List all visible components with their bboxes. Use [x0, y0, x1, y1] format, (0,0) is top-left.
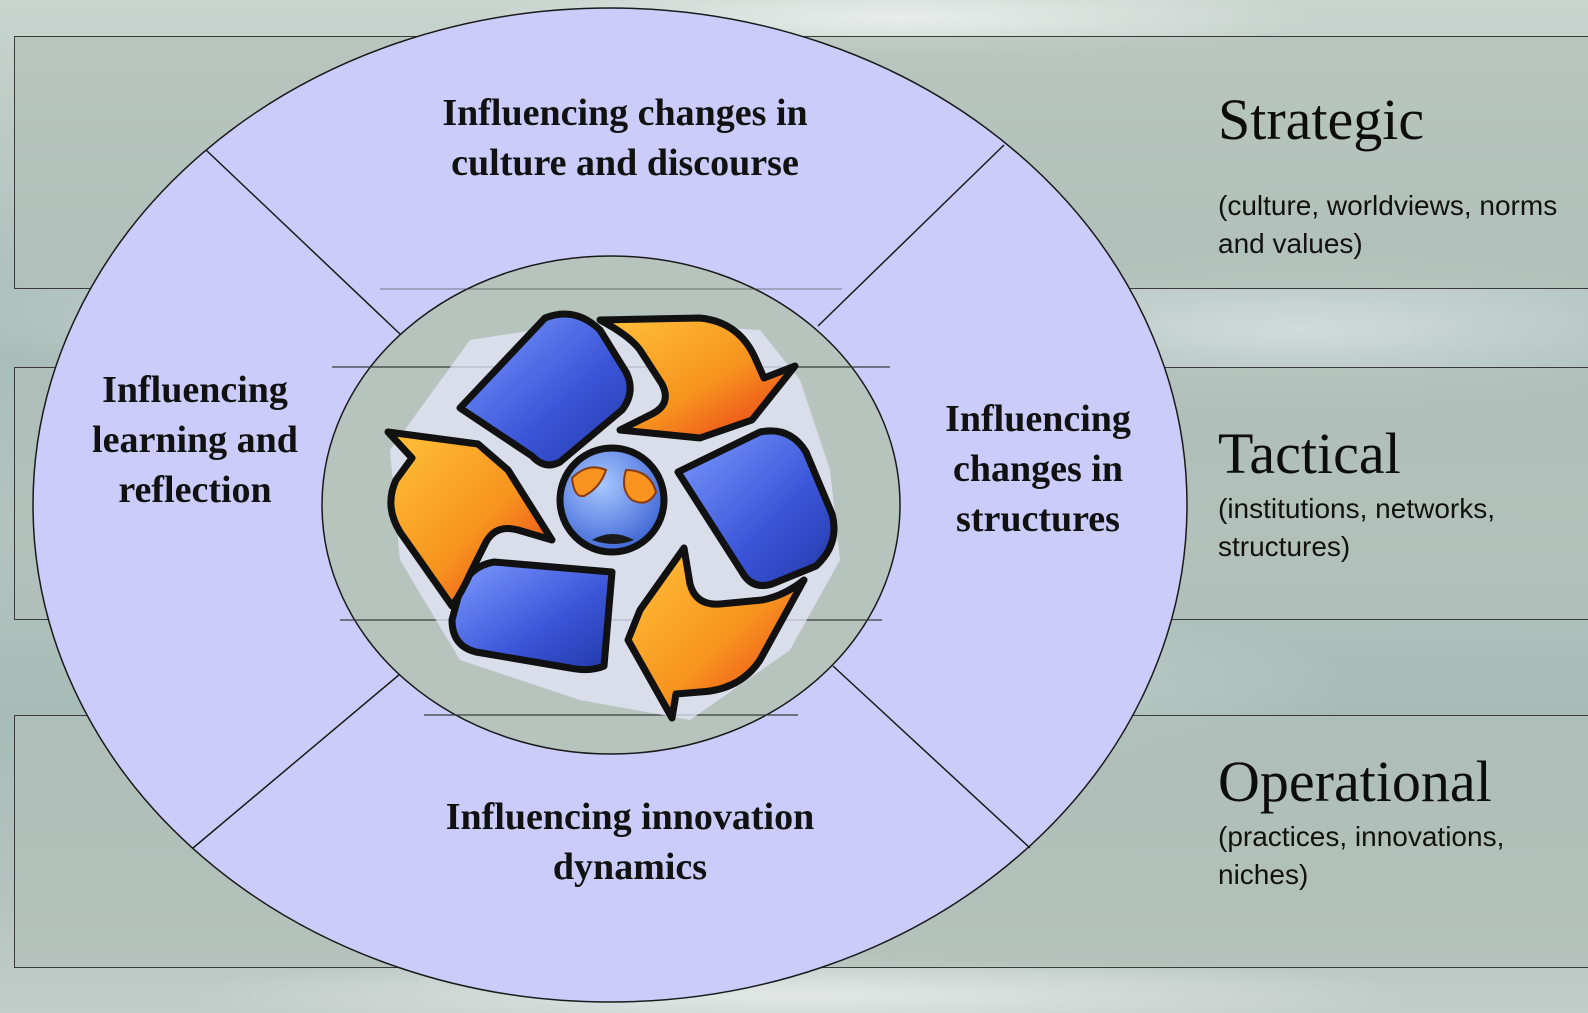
level-desc-strategic: (culture, worldviews, norms and values) — [1218, 190, 1558, 259]
level-title-operational: Operational — [1218, 749, 1492, 814]
divider-top-left — [205, 149, 401, 335]
level-title-tactical: Tactical — [1218, 421, 1401, 486]
recycle-orange-arrow-bottom — [624, 544, 808, 722]
recycle-orange-arrow-top — [596, 314, 799, 442]
quadrant-label-structures: Influencing changes in structures — [945, 398, 1131, 540]
divider-bottom-left — [192, 673, 401, 849]
divider-top-right — [817, 144, 1005, 327]
recycle-blue-arrow-bottom — [448, 558, 616, 674]
quadrant-label-innovation: Influencing innovation dynamics — [445, 796, 815, 888]
level-title-strategic: Strategic — [1218, 87, 1425, 152]
quadrant-label-learning: Influencing learning and reflection — [92, 369, 298, 511]
divider-bottom-right — [832, 665, 1031, 849]
level-desc-operational: (practices, innovations, niches) — [1218, 821, 1505, 890]
recycle-orange-arrow-left — [384, 428, 556, 610]
recycle-blue-arrow-right — [674, 427, 838, 589]
recycle-blue-arrow-top — [456, 310, 634, 469]
quadrant-label-culture: Influencing changes in culture and disco… — [442, 92, 808, 184]
level-desc-tactical: (institutions, networks, structures) — [1218, 493, 1495, 562]
recycle-globe-icon — [384, 310, 840, 722]
